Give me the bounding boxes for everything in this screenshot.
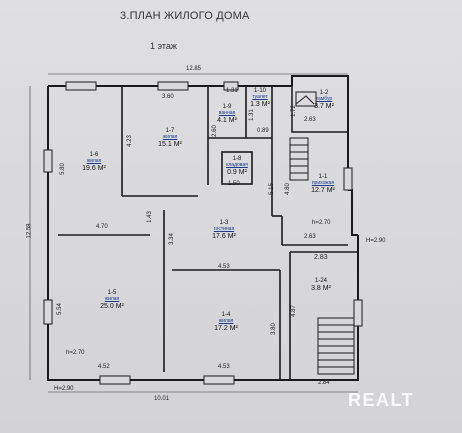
room-id: 1-1 (318, 174, 328, 180)
room-id: 1-7 (165, 128, 175, 134)
dim-0-89: 0.89 (257, 128, 269, 134)
ceiling-height-right: h=2.70 (312, 220, 331, 226)
dim-1-31-v: 1.31 (248, 109, 255, 121)
room-name: гостиная (213, 225, 235, 232)
dim-4-23: 4.23 (126, 135, 133, 147)
room-area: 19.6 М² (82, 164, 106, 172)
dim-1-50: 1.50 (228, 181, 240, 187)
room-name: прихожая (311, 179, 335, 186)
room-name: жилая (162, 133, 178, 140)
room-name: жилая (104, 295, 120, 302)
room-name: жилая (218, 317, 234, 324)
room-id: 1-10 (253, 88, 266, 94)
room-area: 25.0 М² (100, 302, 124, 310)
room-area: 4.1 М² (217, 116, 237, 124)
dim-left-overall: 12.58 (26, 223, 33, 239)
dim-bottom-overall: 10.01 (154, 396, 170, 402)
room-1-6: 1-6 жилая 19.6 М² (72, 152, 116, 173)
room-1-8: 1-8 кладовая 0.9 М² (222, 156, 252, 177)
room-1-7: 1-7 жилая 15.1 М² (148, 128, 192, 149)
room-name: ванная (218, 109, 236, 116)
dim-4-53-mid: 4.53 (218, 264, 230, 270)
dim-3-80: 3.80 (270, 323, 277, 335)
room-id: 1-9 (222, 104, 232, 110)
realt-watermark-logo: REALT (348, 390, 415, 410)
room-area: 3.7 М² (314, 102, 334, 110)
dim-2-60: 2.60 (211, 125, 218, 137)
room-1-9: 1-9 ванная 4.1 М² (210, 104, 244, 125)
plan-title: 3.ПЛАН ЖИЛОГО ДОМА (120, 10, 250, 22)
dim-1-31: 1.31 (226, 88, 238, 94)
room-area: 17.6 М² (212, 232, 236, 240)
room-area: 0.9 М² (227, 168, 247, 176)
dim-3-34: 3.34 (168, 233, 175, 245)
room-1-4: 1-4 жилая 17.2 М² (204, 312, 248, 333)
ceiling-height-left: h=2.70 (66, 350, 85, 356)
room-1-24: 1-24 3.8 М² (306, 278, 336, 293)
room-area: 3.8 М² (311, 284, 331, 292)
dim-5-80: 5.80 (59, 163, 66, 175)
height-mark-left: H=2.90 (54, 386, 74, 392)
dim-2-63-top: 2.63 (304, 117, 316, 123)
room-id: 1-5 (107, 290, 117, 296)
room-area: 12.7 М² (311, 186, 335, 194)
room-name: жилая (86, 157, 102, 164)
dim-4-87: 4.87 (290, 305, 297, 317)
dim-top-overall: 12.85 (186, 66, 202, 72)
dim-3-60: 3.60 (162, 94, 174, 100)
dim-4-80: 4.80 (284, 183, 291, 195)
room-id: 1-2 (319, 90, 329, 96)
room-1-1: 1-1 прихожая 12.7 М² (302, 174, 344, 195)
dim-bottom-right: 2.84 (318, 380, 330, 386)
room-area: 1.3 М² (250, 100, 270, 108)
room-1-10: 1-10 туалет 1.3 М² (248, 88, 272, 109)
room-name: туалет (252, 93, 268, 100)
dim-2-63-mid: 2.63 (304, 234, 316, 240)
room-id: 1-24 (314, 278, 327, 284)
floor-label: 1 этаж (150, 41, 177, 51)
room-1-3: 1-3 гостиная 17.6 М² (200, 220, 248, 241)
room-id: 1-8 (232, 156, 242, 162)
room-1-5: 1-5 жилая 25.0 М² (90, 290, 134, 311)
dim-4-53-bottom: 4.53 (218, 364, 230, 370)
room-id: 1-6 (89, 152, 99, 158)
room-area: 15.1 М² (158, 140, 182, 148)
room-1-2: 1-2 тамбур 3.7 М² (306, 90, 342, 111)
room-name: кладовая (226, 161, 248, 168)
room-name: тамбур (315, 95, 333, 102)
room-area: 17.2 М² (214, 324, 238, 332)
dim-4-52: 4.52 (98, 364, 110, 370)
room-id: 1-3 (219, 220, 229, 226)
dim-5-15: 5.15 (268, 183, 275, 195)
height-mark-right: H=2.90 (366, 238, 386, 244)
dim-5-54: 5.54 (56, 303, 63, 315)
dim-2-83: 2.83 (314, 254, 328, 261)
dim-4-70: 4.70 (96, 224, 108, 230)
dim-1-43: 1.43 (146, 211, 153, 223)
dim-1-72: 1.72 (290, 105, 297, 117)
room-id: 1-4 (221, 312, 231, 318)
